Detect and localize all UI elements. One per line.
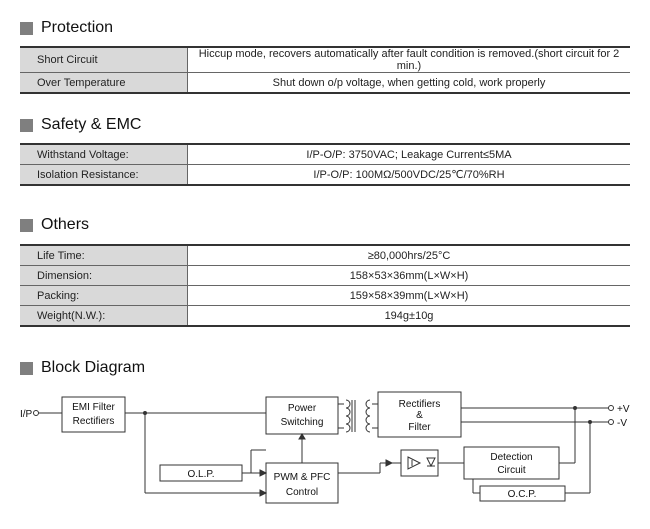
- weight-label: Weight(N.W.):: [20, 305, 188, 327]
- minus-v-label: -V: [617, 418, 627, 429]
- arrow-icon: [298, 433, 306, 440]
- others-title: Others: [41, 216, 90, 233]
- junction-dot: [143, 411, 147, 415]
- ip-label: I/P: [20, 409, 33, 420]
- withstand-voltage-value: I/P-O/P: 3750VAC; Leakage Current≤5MA: [187, 143, 630, 165]
- dimension-label: Dimension:: [20, 265, 188, 286]
- detection-label-1: Detection: [490, 452, 532, 463]
- life-time-value: ≥80,000hrs/25°C: [187, 244, 630, 266]
- others-table: Life Time: ≥80,000hrs/25°C Dimension: 15…: [20, 244, 630, 327]
- arrow-icon: [259, 469, 268, 477]
- power-label-2: Switching: [281, 417, 324, 428]
- rectifiers-filter-box: [377, 391, 462, 438]
- table-row: Withstand Voltage: I/P-O/P: 3750VAC; Lea…: [20, 143, 630, 165]
- plus-v-label: +V: [617, 404, 630, 415]
- plus-v-terminal-icon: [608, 405, 614, 411]
- optocoupler-transistor-icon: [407, 456, 422, 470]
- pwm-label-1: PWM & PFC: [274, 472, 331, 483]
- arrow-icon: [385, 459, 394, 467]
- rect-label-2: &: [416, 410, 423, 421]
- power-label-1: Power: [288, 403, 317, 414]
- rect-label-1: Rectifiers: [399, 399, 441, 410]
- ocp-label: O.C.P.: [508, 489, 537, 500]
- weight-value: 194g±10g: [187, 305, 630, 327]
- block-diagram: I/P EMI Filter Rectifiers Power Switchin…: [20, 391, 630, 504]
- over-temperature-label: Over Temperature: [20, 72, 188, 94]
- pwm-label-2: Control: [286, 487, 318, 498]
- block-diagram-title: Block Diagram: [41, 359, 146, 376]
- table-row: Short Circuit Hiccup mode, recovers auto…: [20, 46, 630, 73]
- table-row: Life Time: ≥80,000hrs/25°C: [20, 244, 630, 266]
- packing-value: 159×58×39mm(L×W×H): [187, 285, 630, 306]
- protection-title: Protection: [41, 19, 114, 36]
- over-temperature-value: Shut down o/p voltage, when getting cold…: [187, 72, 630, 94]
- table-row: Weight(N.W.): 194g±10g: [20, 305, 630, 327]
- short-circuit-value: Hiccup mode, recovers automatically afte…: [187, 46, 630, 73]
- protection-table: Short Circuit Hiccup mode, recovers auto…: [20, 46, 630, 94]
- minus-v-terminal-icon: [608, 419, 614, 425]
- table-row: Isolation Resistance: I/P-O/P: 100MΩ/500…: [20, 164, 630, 186]
- life-time-label: Life Time:: [20, 244, 188, 266]
- transformer-primary-icon: [345, 399, 351, 433]
- detection-label-2: Circuit: [497, 465, 526, 476]
- table-row: Packing: 159×58×39mm(L×W×H): [20, 285, 630, 306]
- table-row: Dimension: 158×53×36mm(L×W×H): [20, 265, 630, 286]
- isolation-resistance-label: Isolation Resistance:: [20, 164, 188, 186]
- junction-dot: [588, 420, 592, 424]
- emi-label-1: EMI Filter: [72, 402, 115, 413]
- arrow-icon: [259, 489, 268, 497]
- dimension-value: 158×53×36mm(L×W×H): [187, 265, 630, 286]
- olp-label: O.L.P.: [187, 469, 214, 480]
- emi-filter-box: [61, 396, 126, 433]
- short-circuit-label: Short Circuit: [20, 46, 188, 73]
- packing-label: Packing:: [20, 285, 188, 306]
- protection-header: Protection: [20, 19, 113, 37]
- section-square-icon: [20, 118, 33, 132]
- emi-label-2: Rectifiers: [73, 416, 115, 427]
- safety-table: Withstand Voltage: I/P-O/P: 3750VAC; Lea…: [20, 143, 630, 186]
- withstand-voltage-label: Withstand Voltage:: [20, 143, 188, 165]
- junction-dot: [573, 406, 577, 410]
- safety-title: Safety & EMC: [41, 116, 142, 133]
- isolation-resistance-value: I/P-O/P: 100MΩ/500VDC/25℃/70%RH: [187, 164, 630, 186]
- safety-header: Safety & EMC: [20, 116, 141, 134]
- others-header: Others: [20, 216, 89, 234]
- rect-label-3: Filter: [408, 422, 431, 433]
- section-square-icon: [20, 21, 33, 35]
- section-square-icon: [20, 218, 33, 232]
- optocoupler-led-icon: [426, 457, 436, 468]
- transformer-secondary-icon: [365, 399, 371, 433]
- section-square-icon: [20, 361, 33, 375]
- block-diagram-header: Block Diagram: [20, 359, 145, 377]
- power-switching-box: [265, 396, 339, 435]
- table-row: Over Temperature Shut down o/p voltage, …: [20, 72, 630, 94]
- ip-terminal-icon: [33, 410, 39, 416]
